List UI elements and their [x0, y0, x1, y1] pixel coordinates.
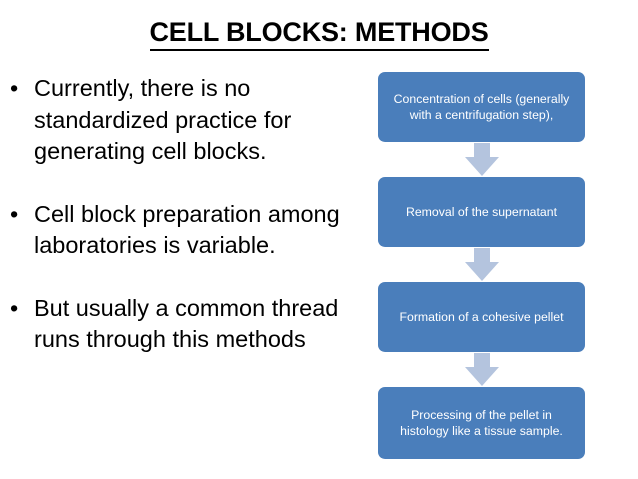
arrow-head [464, 157, 499, 176]
arrow-stem [473, 143, 490, 158]
bullet-marker-icon: • [10, 75, 19, 101]
arrow-head [464, 367, 499, 386]
page-title-text: CELL BLOCKS: METHODS [149, 16, 489, 51]
flow-step-label: Processing of the pellet in histology li… [400, 407, 563, 439]
down-arrow-icon [464, 353, 499, 386]
bullet-list: • Currently, there is no standardized pr… [4, 73, 356, 356]
flow-step-box: Processing of the pellet in histology li… [378, 387, 585, 459]
bullet-marker-icon: • [10, 294, 19, 321]
list-item-text: But usually a common thread runs through… [34, 294, 339, 353]
bullet-marker-icon: • [10, 200, 19, 227]
page-title: CELL BLOCKS: METHODS [0, 16, 638, 51]
flow-step-label: Formation of a cohesive pellet [399, 309, 564, 324]
list-item-text: Cell block preparation among laboratorie… [34, 200, 340, 259]
list-item-text: Currently, there is no standardized prac… [34, 75, 292, 164]
flow-step-box: Concentration of cells (generally with a… [378, 72, 585, 142]
flow-connector [378, 247, 585, 282]
flow-connector [378, 142, 585, 177]
list-item: • Cell block preparation among laborator… [4, 199, 356, 262]
list-item: • Currently, there is no standardized pr… [4, 73, 356, 168]
flow-connector [378, 352, 585, 387]
flow-step-label: Removal of the supernatant [405, 204, 558, 219]
arrow-head [464, 262, 499, 281]
down-arrow-icon [464, 248, 499, 281]
flow-step-box: Formation of a cohesive pellet [378, 282, 585, 352]
list-item: • But usually a common thread runs throu… [4, 293, 356, 356]
flow-step-label: Concentration of cells (generally with a… [393, 91, 570, 123]
down-arrow-icon [464, 143, 499, 176]
arrow-stem [473, 248, 490, 263]
flowchart: Concentration of cells (generally with a… [378, 72, 585, 459]
flow-step-box: Removal of the supernatant [378, 177, 585, 247]
arrow-stem [473, 353, 490, 368]
